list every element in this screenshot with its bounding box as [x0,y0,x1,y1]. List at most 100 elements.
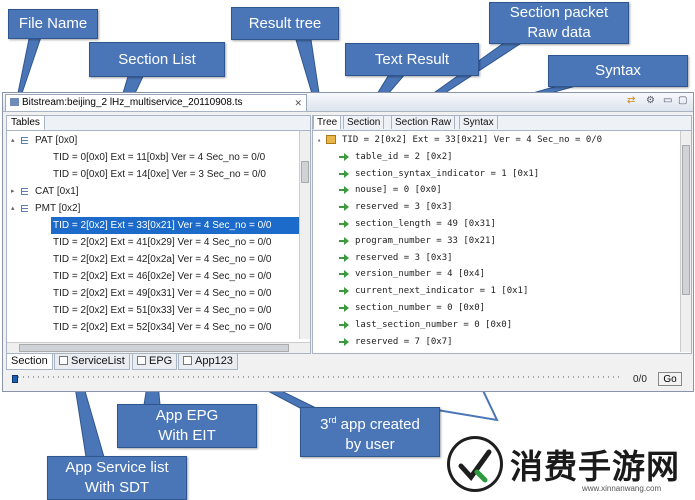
minimize-icon[interactable]: ▭ [663,95,673,106]
tree-label: TID = 2[0x2] Ext = 33[0x21] Ver = 4 Sec_… [51,217,301,234]
tab-app-app123[interactable]: App123 [178,354,238,370]
expand-icon[interactable]: ▸ [11,188,15,195]
field-arrow-icon [339,303,350,312]
result-root-row[interactable]: ▴ TID = 2[0x2] Ext = 33[0x21] Ver = 4 Se… [313,132,677,149]
collapse-icon[interactable]: ▴ [317,136,322,144]
settings-icon[interactable]: ⚙ [646,95,655,106]
result-field-label: reserved = 3 [0x3] [355,202,453,213]
result-field-row[interactable]: reserved = 3 [0x3] [313,250,677,267]
collapse-icon[interactable]: ▴ [11,137,15,144]
tree-label: TID = 0[0x0] Ext = 14[0xe] Ver = 3 Sec_n… [53,169,266,180]
app-window: Bitstream:beijing_2 lHz_multiservice_201… [2,92,694,392]
tree-node[interactable]: ▴PMT [0x2] [7,200,297,217]
tab-app-servicelist[interactable]: ServiceList [54,354,130,370]
callout-result-tree-text: Result tree [248,14,322,32]
result-field-label: table_id = 2 [0x2] [355,151,453,162]
result-field-label: last_section_number = 0 [0x0] [355,319,513,330]
list-icon [21,137,30,144]
tree-node[interactable]: ▸CAT [0x1] [7,183,297,200]
tree-leaf[interactable]: TID = 2[0x2] Ext = 42[0x2a] Ver = 4 Sec_… [7,251,297,268]
tree-leaf[interactable]: TID = 2[0x2] Ext = 33[0x21] Ver = 4 Sec_… [7,217,301,234]
scroll-thumb[interactable] [19,344,289,352]
result-vertical-scrollbar[interactable] [680,131,691,352]
result-field-row[interactable]: current_next_indicator = 1 [0x1] [313,283,677,300]
tree-leaf[interactable]: TID = 2[0x2] Ext = 52[0x34] Ver = 4 Sec_… [7,319,297,336]
callout-result-tree: Result tree [231,7,339,40]
tab-section[interactable]: Section [343,116,385,129]
arrow-third-app-dotted [424,379,499,422]
field-arrow-icon [339,203,350,212]
field-arrow-icon [339,337,350,346]
callout-app-service: App Service list With SDT [47,456,187,500]
tree-leaf[interactable]: TID = 2[0x2] Ext = 41[0x29] Ver = 4 Sec_… [7,234,297,251]
callout-text-result: Text Result [345,43,479,76]
callout-section-list-text: Section List [118,50,196,68]
result-field-row[interactable]: section_length = 49 [0x31] [313,216,677,233]
tree-leaf[interactable]: TID = 0[0x0] Ext = 11[0xb] Ver = 4 Sec_n… [7,149,297,166]
tables-panel: Tables ▴PAT [0x0] TID = 0[0x0] Ext = 11[0… [6,115,311,354]
third-app-sup: rd [328,414,337,425]
tab-section-raw[interactable]: Section Raw [391,116,456,129]
app-icon [59,356,68,365]
arrow-file-name [16,33,43,100]
tab-app-section[interactable]: Section [6,354,53,370]
go-button[interactable]: Go [658,372,682,386]
tab-syntax[interactable]: Syntax [459,116,498,129]
editor-tab-bar: Bitstream:beijing_2 lHz_multiservice_201… [3,93,693,112]
callout-section-packet-line1: Section packet [509,4,609,21]
callout-syntax-text: Syntax [595,62,641,79]
tab-app-epg[interactable]: EPG [132,354,178,370]
callout-third-app: 3rd app created by user [300,407,440,457]
result-field-row[interactable]: section_syntax_indicator = 1 [0x1] [313,166,677,183]
tree-label: TID = 2[0x2] Ext = 41[0x29] Ver = 4 Sec_… [53,237,272,248]
result-field-row[interactable]: reserved = 3 [0x3] [313,199,677,216]
callout-syntax: Syntax [548,55,688,87]
tab-tables[interactable]: Tables [7,116,45,130]
packet-progress-slider[interactable] [12,370,624,384]
tab-app-servicelist-label: ServiceList [71,355,125,367]
close-icon[interactable]: ✕ [294,98,302,108]
scroll-thumb[interactable] [301,161,309,183]
tree-leaf[interactable]: TID = 2[0x2] Ext = 51[0x33] Ver = 4 Sec_… [7,302,297,319]
callout-third-app-line2: by user [345,435,395,453]
result-field-row[interactable]: version_number = 4 [0x4] [313,266,677,283]
result-tree: ▴ TID = 2[0x2] Ext = 33[0x21] Ver = 4 Se… [313,132,677,350]
scroll-thumb[interactable] [682,145,690,295]
tree-leaf[interactable]: TID = 0[0x0] Ext = 14[0xe] Ver = 3 Sec_n… [7,166,297,183]
tree-leaf[interactable]: TID = 2[0x2] Ext = 46[0x2e] Ver = 4 Sec_… [7,268,297,285]
progress-track [16,376,622,378]
result-field-row[interactable]: table_id = 2 [0x2] [313,149,677,166]
callout-text-result-text: Text Result [374,50,450,68]
result-field-row[interactable]: last_section_number = 0 [0x0] [313,317,677,334]
tables-panel-header: Tables [7,116,310,131]
tables-horizontal-scrollbar[interactable] [7,342,310,353]
result-field-label: current_next_indicator = 1 [0x1] [355,286,529,297]
field-arrow-icon [339,219,350,228]
result-field-label: program_number = 33 [0x21] [355,235,496,246]
collapse-icon[interactable]: ▴ [11,205,15,212]
tab-tree[interactable]: Tree [313,116,342,129]
app-icon [137,356,146,365]
result-root-label: TID = 2[0x2] Ext = 33[0x21] Ver = 4 Sec_… [342,135,603,145]
result-field-row[interactable]: reserved = 7 [0x7] [313,334,677,351]
tab-app-section-label: Section [11,355,48,367]
progress-handle[interactable] [12,375,18,383]
field-arrow-icon [339,270,350,279]
maximize-icon[interactable]: ▢ [678,95,688,106]
callout-section-packet-line2: Raw data [527,24,591,41]
tree-label: TID = 2[0x2] Ext = 51[0x33] Ver = 4 Sec_… [53,305,272,316]
result-field-row[interactable]: program_number = 33 [0x21] [313,233,677,250]
result-field-row[interactable]: nouse] = 0 [0x0] [313,182,677,199]
result-panel: Tree Section Section Raw Syntax ▴ TID = … [312,115,692,354]
sync-icon[interactable]: ⇄ [627,95,636,106]
watermark-url: www.xinnanwang.com [582,484,662,493]
tables-vertical-scrollbar[interactable] [299,131,310,339]
tab-app-app123-label: App123 [195,355,233,367]
tree-node[interactable]: ▴PAT [0x0] [7,132,297,149]
list-icon [21,188,30,195]
tree-leaf[interactable]: TID = 2[0x2] Ext = 49[0x31] Ver = 4 Sec_… [7,285,297,302]
result-field-row[interactable]: section_number = 0 [0x0] [313,300,677,317]
tree-label: TID = 0[0x0] Ext = 11[0xb] Ver = 4 Sec_n… [53,152,266,163]
file-tab[interactable]: Bitstream:beijing_2 lHz_multiservice_201… [5,94,307,111]
app-icon [183,356,192,365]
